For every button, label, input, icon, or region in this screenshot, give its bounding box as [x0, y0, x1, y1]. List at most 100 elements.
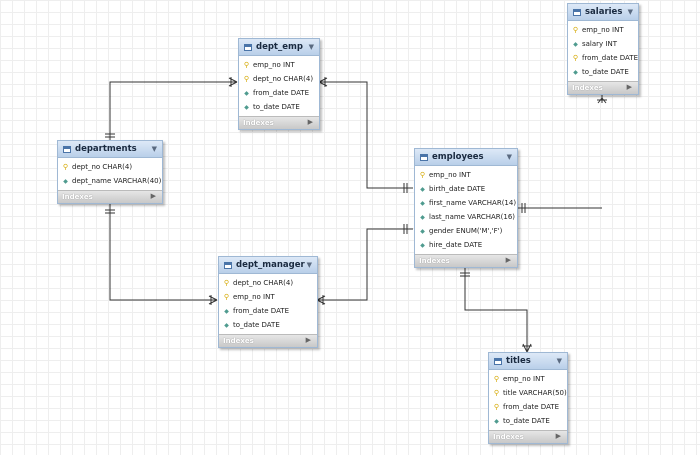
- table-titles[interactable]: titles ▼ ⚲emp_no INT ⚲title VARCHAR(50) …: [488, 352, 568, 444]
- column-label: emp_no INT: [582, 26, 624, 34]
- table-header[interactable]: titles ▼: [489, 353, 567, 370]
- column-label: to_date DATE: [582, 68, 629, 76]
- crow-foot-titles-top: [522, 343, 528, 353]
- column-row[interactable]: ⚲from_date DATE: [568, 51, 638, 65]
- chevron-down-icon[interactable]: ▼: [308, 43, 314, 51]
- table-name: employees: [432, 152, 484, 162]
- column-list: ⚲dept_no CHAR(4) ⚲emp_no INT ◆from_date …: [219, 274, 317, 334]
- connector-departments-dept-manager: [109, 204, 217, 301]
- crow-foot-dept-manager-right: [316, 295, 326, 301]
- indexes-label: Indexes: [493, 433, 524, 441]
- column-row[interactable]: ⚲emp_no INT: [568, 23, 638, 37]
- indexes-label: Indexes: [419, 257, 450, 265]
- table-dept-manager[interactable]: dept_manager ▼ ⚲dept_no CHAR(4) ⚲emp_no …: [218, 256, 318, 348]
- key-icon: ⚲: [243, 75, 250, 83]
- table-salaries[interactable]: salaries ▼ ⚲emp_no INT ◆salary INT ⚲from…: [567, 3, 639, 95]
- connector-departments-dept-emp: [109, 81, 237, 140]
- table-icon: [420, 153, 428, 161]
- chevron-down-icon[interactable]: ▼: [556, 357, 562, 365]
- crow-foot-dept-emp-left: [228, 81, 238, 87]
- crow-foot-dept-manager-right: [316, 299, 326, 305]
- column-row[interactable]: ⚲title VARCHAR(50): [489, 386, 567, 400]
- key-icon: ⚲: [223, 293, 230, 301]
- column-label: emp_no INT: [253, 61, 295, 69]
- key-icon: ⚲: [223, 279, 230, 287]
- column-row[interactable]: ◆to_date DATE: [219, 318, 317, 332]
- column-row[interactable]: ◆gender ENUM('M','F'): [415, 224, 517, 238]
- table-header[interactable]: dept_emp ▼: [239, 39, 319, 56]
- column-row[interactable]: ◆dept_name VARCHAR(40): [58, 174, 162, 188]
- chevron-down-icon[interactable]: ▼: [506, 153, 512, 161]
- connector-dept-emp-employees: [319, 81, 413, 189]
- diamond-icon: ◆: [420, 185, 425, 193]
- crow-foot-salaries-bottom: [601, 97, 607, 104]
- column-row[interactable]: ⚲dept_no CHAR(4): [239, 72, 319, 86]
- column-row[interactable]: ⚲emp_no INT: [239, 58, 319, 72]
- column-label: birth_date DATE: [429, 185, 486, 193]
- column-row[interactable]: ◆ to_date DATE: [568, 65, 638, 79]
- diamond-icon: ◆: [244, 103, 249, 111]
- column-row[interactable]: ◆salary INT: [568, 37, 638, 51]
- indexes-section[interactable]: Indexes ▶: [415, 254, 517, 267]
- expand-arrow-icon[interactable]: ▶: [555, 432, 561, 440]
- crow-foot-titles-top: [526, 343, 532, 353]
- expand-arrow-icon[interactable]: ▶: [305, 336, 311, 344]
- column-label: dept_no CHAR(4): [253, 75, 314, 83]
- column-row[interactable]: ⚲from_date DATE: [489, 400, 567, 414]
- table-dept-emp[interactable]: dept_emp ▼ ⚲emp_no INT ⚲dept_no CHAR(4) …: [238, 38, 320, 130]
- column-label: first_name VARCHAR(14): [429, 199, 517, 207]
- column-row[interactable]: ◆from_date DATE: [219, 304, 317, 318]
- table-employees[interactable]: employees ▼ ⚲emp_no INT ◆ birth_date DATE…: [414, 148, 518, 268]
- connector-employees-titles: [464, 267, 528, 352]
- diamond-icon: ◆: [420, 199, 425, 207]
- indexes-section[interactable]: Indexes ▶: [219, 334, 317, 347]
- indexes-section[interactable]: Indexes ▶: [58, 190, 162, 203]
- table-header[interactable]: dept_manager ▼: [219, 257, 317, 274]
- key-icon: ⚲: [493, 389, 500, 397]
- indexes-section[interactable]: Indexes ▶: [568, 81, 638, 94]
- diamond-icon: ◆: [224, 307, 229, 315]
- crow-foot-dept-emp-right: [318, 81, 328, 87]
- column-row[interactable]: ⚲emp_no INT: [219, 290, 317, 304]
- diamond-icon: ◆: [244, 89, 249, 97]
- diamond-icon: ◆: [573, 40, 578, 48]
- table-name: dept_emp: [256, 42, 303, 52]
- connector-dept-manager-employees: [317, 228, 413, 301]
- table-name: departments: [75, 144, 137, 154]
- column-row[interactable]: ⚲dept_no CHAR(4): [58, 160, 162, 174]
- column-row[interactable]: ◆ first_name VARCHAR(14): [415, 196, 517, 210]
- chevron-down-icon[interactable]: ▼: [627, 8, 633, 16]
- column-row[interactable]: ◆from_date DATE: [239, 86, 319, 100]
- column-row[interactable]: ⚲emp_no INT: [489, 372, 567, 386]
- indexes-label: Indexes: [62, 193, 93, 201]
- diamond-icon: ◆: [573, 68, 578, 76]
- column-row[interactable]: ⚲emp_no INT: [415, 168, 517, 182]
- column-label: dept_no CHAR(4): [233, 279, 294, 287]
- column-list: ⚲dept_no CHAR(4) ◆dept_name VARCHAR(40): [58, 158, 162, 190]
- expand-arrow-icon[interactable]: ▶: [505, 256, 511, 264]
- table-header[interactable]: salaries ▼: [568, 4, 638, 21]
- indexes-label: Indexes: [572, 84, 603, 92]
- key-icon: ⚲: [493, 375, 500, 383]
- chevron-down-icon[interactable]: ▼: [306, 261, 312, 269]
- indexes-section[interactable]: Indexes ▶: [489, 430, 567, 443]
- column-list: ⚲emp_no INT ⚲dept_no CHAR(4) ◆from_date …: [239, 56, 319, 116]
- table-departments[interactable]: departments ▼ ⚲dept_no CHAR(4) ◆dept_nam…: [57, 140, 163, 204]
- chevron-down-icon[interactable]: ▼: [151, 145, 157, 153]
- column-row[interactable]: ◆hire_date DATE: [415, 238, 517, 252]
- table-header[interactable]: departments ▼: [58, 141, 162, 158]
- column-row[interactable]: ◆to_date DATE: [239, 100, 319, 114]
- key-icon: ⚲: [419, 171, 426, 179]
- column-row[interactable]: ⚲dept_no CHAR(4): [219, 276, 317, 290]
- indexes-section[interactable]: Indexes ▶: [239, 116, 319, 129]
- column-label: emp_no INT: [233, 293, 275, 301]
- crow-foot-dept-emp-right: [318, 77, 328, 83]
- column-row[interactable]: ◆last_name VARCHAR(16): [415, 210, 517, 224]
- table-header[interactable]: employees ▼: [415, 149, 517, 166]
- expand-arrow-icon[interactable]: ▶: [626, 83, 632, 91]
- column-row[interactable]: ◆to_date DATE: [489, 414, 567, 428]
- expand-arrow-icon[interactable]: ▶: [307, 118, 313, 126]
- expand-arrow-icon[interactable]: ▶: [150, 192, 156, 200]
- column-row[interactable]: ◆ birth_date DATE: [415, 182, 517, 196]
